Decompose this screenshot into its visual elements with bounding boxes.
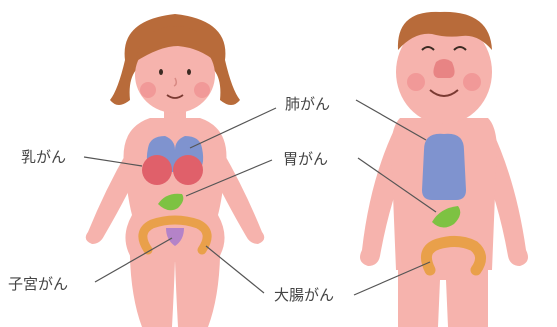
boy-lung (422, 134, 466, 200)
girl-figure (86, 14, 265, 327)
label-colon-cancer: 大腸がん (274, 286, 334, 304)
girl-breast-right (173, 155, 203, 185)
label-stomach-cancer: 胃がん (283, 150, 328, 168)
girl-cheek-left (140, 82, 156, 98)
girl-eye-right (187, 69, 191, 75)
girl-eye-left (159, 69, 163, 75)
girl-cheek-right (194, 82, 210, 98)
boy-cheek-left (407, 73, 425, 91)
label-lung-cancer: 肺がん (285, 95, 330, 113)
label-breast-cancer: 乳がん (21, 148, 66, 166)
label-uterine-cancer: 子宮がん (8, 275, 68, 293)
boy-nose (433, 59, 454, 78)
boy-figure (360, 12, 528, 327)
boy-cheek-right (463, 73, 481, 91)
girl-breast-left (142, 155, 172, 185)
